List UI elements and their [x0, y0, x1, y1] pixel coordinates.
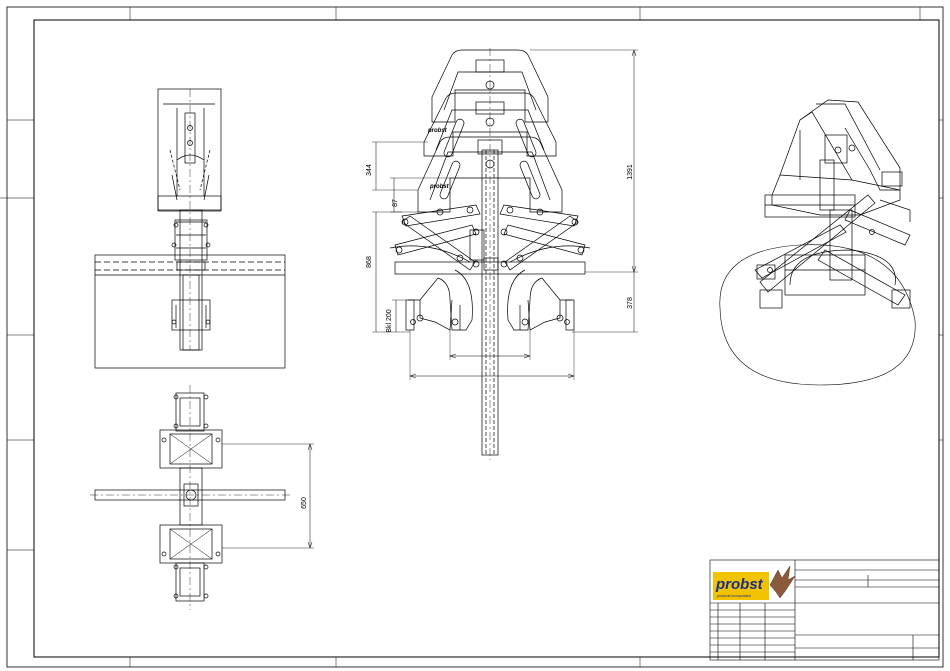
side-view — [95, 89, 285, 368]
logo-tagline: products incorporated — [717, 594, 751, 598]
dim-1391-label: 1391 — [627, 164, 634, 180]
top-view — [90, 385, 314, 610]
dim-87-label: 87 — [392, 199, 399, 207]
plate-brand-upper: probst — [427, 128, 448, 134]
logo-text: probst — [715, 576, 764, 593]
dim-868-label: 868 — [366, 256, 373, 268]
dim-378-label: 378 — [627, 297, 634, 309]
plate-brand-lower: probst — [429, 184, 450, 190]
isometric-view — [720, 100, 915, 385]
eagle-icon — [770, 566, 795, 598]
dim-344-label: 344 — [366, 164, 373, 176]
front-view — [372, 48, 638, 460]
dim-650-label: 650 — [301, 497, 308, 509]
dim-bkl200-label: Bkl 200 — [386, 309, 393, 332]
sheet-border — [0, 7, 943, 667]
probst-logo: probst products incorporated — [713, 566, 795, 600]
